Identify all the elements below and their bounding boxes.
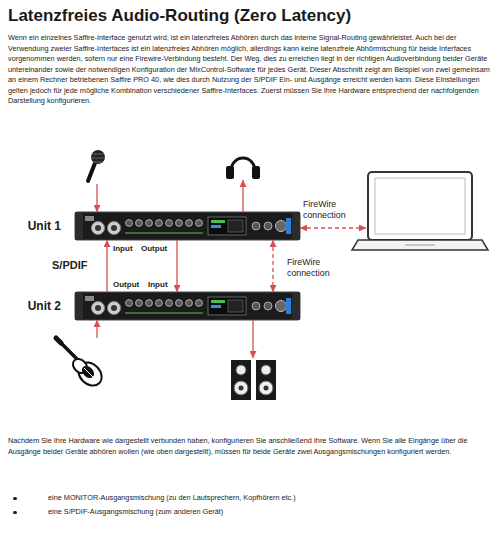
laptop xyxy=(352,172,488,250)
headphones-part xyxy=(226,166,234,179)
speakers-part xyxy=(264,386,269,391)
laptop-part xyxy=(405,245,435,246)
body-paragraph: Nachdem Sie Ihre Hardware wie dargestell… xyxy=(8,436,492,457)
port-label: Input xyxy=(148,280,168,289)
signal-arrow xyxy=(106,240,107,292)
bullet-item: eine S/PDIF-Ausgangsmischung (zum andere… xyxy=(48,507,488,518)
speakers-part xyxy=(239,386,244,391)
speakers-part xyxy=(236,365,246,375)
speakers-part xyxy=(256,360,276,400)
speaker-output xyxy=(229,358,278,402)
firewire-connector xyxy=(272,240,273,292)
speakers-part xyxy=(261,365,271,375)
speakers xyxy=(231,360,276,400)
unit-2-body xyxy=(75,292,300,320)
headphones xyxy=(226,158,260,179)
speakers-part xyxy=(231,360,251,400)
laptop-part xyxy=(375,178,465,234)
signal-arrow xyxy=(96,320,97,338)
signal-name: S/PDIF xyxy=(52,259,87,271)
microphone xyxy=(88,150,105,181)
bullet-item: eine MONITOR-Ausgangsmischung (zu den La… xyxy=(48,493,488,504)
firewire-connector xyxy=(300,227,366,228)
headphones-part xyxy=(252,166,260,179)
unit-name: Unit 2 xyxy=(28,299,61,313)
signal-arrow xyxy=(252,320,253,358)
port-label: Input xyxy=(113,244,133,253)
guitar-part xyxy=(56,338,61,343)
guitar-part xyxy=(84,368,94,378)
port-label: Output xyxy=(113,280,139,289)
interface-unit: Unit 1 xyxy=(75,212,300,240)
headphones-part xyxy=(231,158,255,171)
microphone-part xyxy=(88,163,95,181)
connection-label: FireWire connection xyxy=(302,199,364,220)
guitar xyxy=(56,338,106,390)
microphone-part xyxy=(91,154,105,162)
computer xyxy=(366,172,488,250)
signal-arrow xyxy=(96,184,97,212)
signal-arrow xyxy=(242,180,243,212)
microphone-source xyxy=(82,148,110,184)
guitar-part xyxy=(80,364,97,381)
intro-paragraph: Wenn ein einzelnes Saffire-Interface gen… xyxy=(8,33,494,107)
connection-label: FireWire connection xyxy=(286,257,348,278)
unit-name: Unit 1 xyxy=(28,219,61,233)
laptop-part xyxy=(352,240,488,250)
guitar-source xyxy=(54,338,112,390)
unit-1-body xyxy=(75,212,300,240)
speakers-part xyxy=(234,381,248,395)
signal-arrow xyxy=(176,240,177,292)
port-label: Output xyxy=(141,244,167,253)
speakers-part xyxy=(259,381,273,395)
headphones-output xyxy=(224,152,262,180)
laptop-part xyxy=(368,172,472,240)
microphone-part xyxy=(91,150,105,164)
page-title: Latenzfreies Audio-Routing (Zero Latency… xyxy=(8,6,351,26)
interface-unit: Unit 2 xyxy=(75,292,300,320)
